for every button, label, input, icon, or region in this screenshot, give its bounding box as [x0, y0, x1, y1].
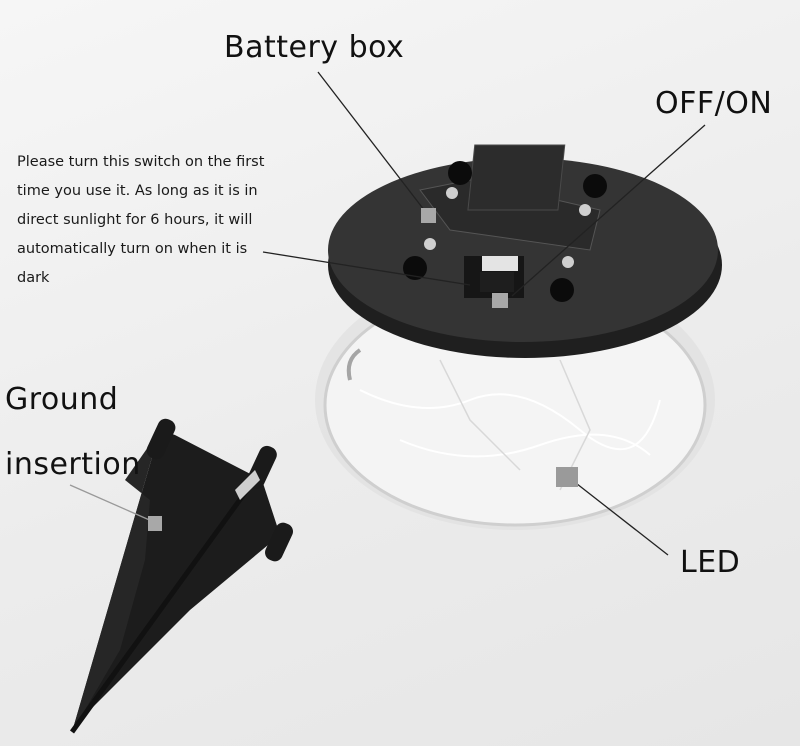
screw [579, 204, 591, 216]
mount-hole [583, 174, 607, 198]
ground-label: Ground [5, 382, 119, 417]
ground-insertion-leader [69, 484, 155, 523]
mount-hole [403, 256, 427, 280]
insertion-label: insertion [5, 447, 141, 482]
led-leader [571, 479, 669, 556]
battery-box-label: Battery box [224, 30, 405, 65]
solar-lid [328, 144, 722, 358]
battery-box-marker [421, 208, 436, 223]
leader-lines [69, 71, 706, 556]
switch-marker [492, 293, 508, 308]
switch-instruction-note: Please turn this switch on the first tim… [17, 148, 292, 293]
screw [424, 238, 436, 250]
instruction-line: automatically turn on when it is [17, 241, 248, 257]
ground-stake [69, 418, 293, 734]
off-on-leader [511, 124, 706, 297]
mount-hole [550, 278, 574, 302]
instruction-line: Please turn this switch on the first [17, 154, 265, 170]
instruction-line: time you use it. As long as it is in [17, 183, 258, 199]
instruction-line: dark [17, 270, 50, 286]
instruction-leader [262, 251, 471, 286]
instruction-line: direct sunlight for 6 hours, it will [17, 212, 253, 228]
ground-insertion-marker [148, 516, 162, 531]
led-label: LED [680, 545, 741, 580]
power-switch [464, 256, 524, 298]
screw [446, 187, 458, 199]
off-on-label: OFF/ON [655, 86, 773, 121]
callout-markers [148, 208, 578, 531]
led-marker [556, 467, 578, 487]
screw [562, 256, 574, 268]
mount-hole [448, 161, 472, 185]
battery-box-leader [317, 71, 429, 216]
